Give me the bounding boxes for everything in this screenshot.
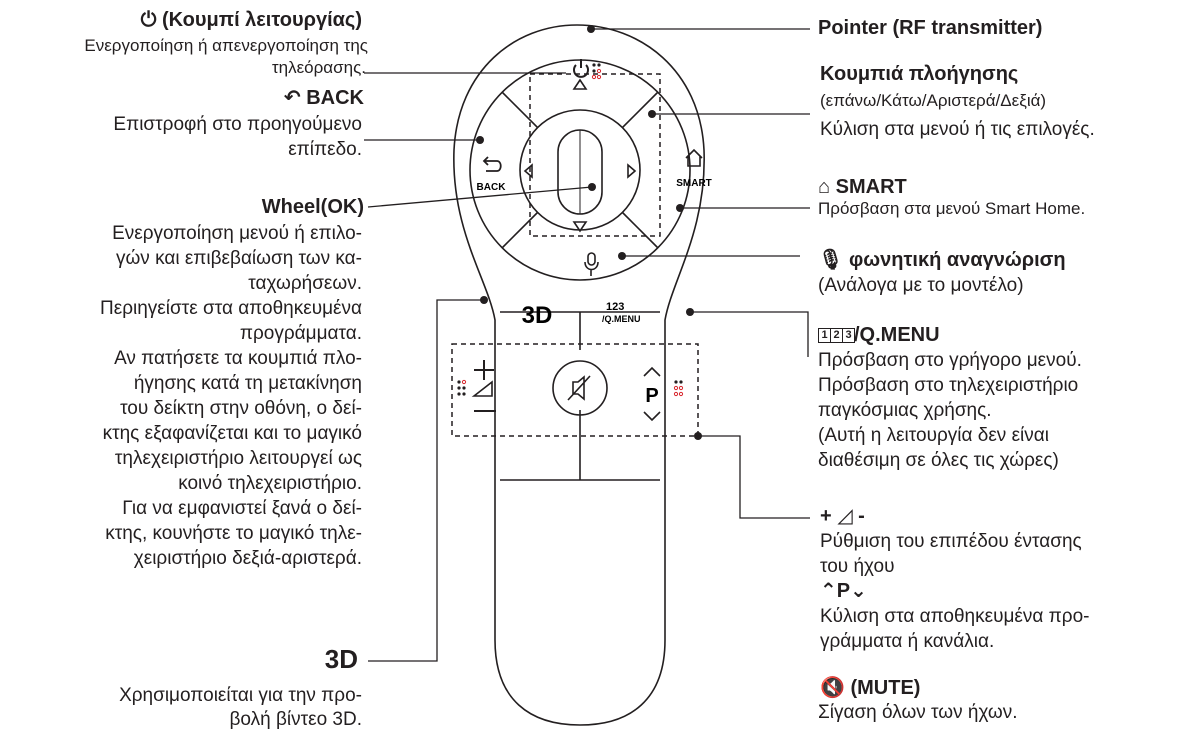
mute-icon-text: 🔇 (820, 677, 851, 699)
back-desc-1: Επιστροφή στο προηγούμενο (113, 114, 362, 135)
wheel-desc-line: γών και επιβεβαίωση των κα- (115, 248, 362, 269)
three-d-desc-2: βολή βίντεο 3D. (229, 709, 362, 730)
remote-body-outline (453, 24, 705, 726)
qmenu-digit-box: 3 (842, 328, 855, 344)
wheel-desc-line: προγράμματα. (239, 323, 362, 344)
back-desc-2: επίπεδο. (288, 139, 362, 160)
home-icon (685, 148, 703, 167)
program-desc-1: Κύλιση στα αποθηκευμένα προ- (820, 606, 1090, 627)
wheel-desc-line: χειριστήριο δεξιά-αριστερά. (133, 548, 362, 569)
volume-desc-1: Ρύθμιση του επιπέδου έντασης (820, 531, 1082, 552)
wheel-desc-line: Για να εμφανιστεί ξανά ο δεί- (122, 498, 362, 519)
wheel-desc-line: Περιηγείστε στα αποθηκευμένα (100, 298, 362, 319)
remote-smart-label: SMART (676, 178, 712, 189)
smart-heading: ⌂ SMART (818, 176, 907, 198)
three-d-heading: 3D (324, 644, 358, 674)
wheel-desc-line: ταχωρήσεων. (248, 273, 362, 294)
qmenu-desc-line: παγκόσμιας χρήσης. (818, 400, 992, 421)
power-desc-1: Ενεργοποίηση ή απενεργοποίηση της (84, 36, 368, 55)
up-arrow-icon (572, 78, 588, 90)
qmenu-desc-line: Πρόσβαση στο γρήγορο μενού. (818, 350, 1082, 371)
qmenu-desc: Πρόσβαση στο γρήγορο μενού. Πρόσβαση στο… (818, 348, 1193, 473)
back-icon (482, 156, 502, 172)
wheel-desc-line: κτης εξαφανίζεται και το μαγικό (102, 423, 362, 444)
nav-desc-1: (επάνω/Κάτω/Αριστερά/Δεξιά) (820, 91, 1047, 110)
remote-3d-label: 3D (522, 302, 553, 329)
power-desc-2: τηλεόρασης. (271, 58, 366, 77)
qmenu-desc-line: Πρόσβαση στο τηλεχειριστήριο (818, 375, 1079, 396)
program-heading: ⌃P⌄ (820, 580, 867, 602)
remote-back-label: BACK (477, 182, 507, 193)
voice-heading: 🎙 φωνητική αναγνώριση (818, 249, 1066, 271)
prog-up-icon (643, 366, 661, 377)
program-desc-2: γράμματα ή κανάλια. (820, 631, 995, 652)
wheel-desc-line: κοινό τηλεχειριστήριο. (178, 473, 362, 494)
prog-up-icon-text: ⌃ (820, 580, 837, 602)
wheel-desc-line: ήγησης κατά τη μετακίνηση (133, 373, 362, 394)
qmenu-desc-line: διαθέσιμη σε όλες τις χώρες) (818, 450, 1059, 471)
wheel-desc-line: τηλεχειριστήριο λειτουργεί ως (114, 448, 362, 469)
volume-heading: + ◿ - (820, 505, 865, 527)
wheel-desc-line: του δείκτη στην οθόνη, ο δεί- (120, 398, 362, 419)
qmenu-desc-line: (Αυτή η λειτουργία δεν είναι (818, 425, 1049, 446)
remote-qmenu-label: /Q.MENU (602, 314, 641, 324)
volume-desc-2: του ήχου (820, 556, 895, 577)
voice-desc: (Ανάλογα με το μοντέλο) (818, 275, 1024, 296)
leader-dots (476, 25, 702, 440)
tactile-dots (457, 63, 684, 397)
smart-desc: Πρόσβαση στα μενού Smart Home. (818, 199, 1086, 218)
nav-dashed-box (529, 73, 661, 237)
remote-p-label: P (645, 385, 658, 407)
power-icon (573, 59, 589, 78)
nav-heading: Κουμπιά πλοήγησης (820, 63, 1019, 85)
wheel-desc: Ενεργοποίηση μενού ή επιλο- γών και επιβ… (2, 221, 362, 571)
three-d-desc-1: Χρησιμοποιείται για την προ- (119, 685, 362, 706)
home-icon-text: ⌂ (818, 176, 836, 198)
wheel-desc-line: Αν πατήσετε τα κουμπιά πλο- (114, 348, 362, 369)
wheel-heading: Wheel(OK) (261, 196, 364, 218)
remote-qmenu-digits: 123 (606, 301, 624, 313)
left-arrow-icon (523, 163, 533, 179)
right-arrow-icon (627, 163, 637, 179)
nav-desc-2: Κύλιση στα μενού ή τις επιλογές. (820, 119, 1095, 140)
wheel-desc-line: κτης, κουνήστε το μαγικό τηλε- (105, 523, 362, 544)
prog-down-icon-text: ⌄ (850, 580, 867, 602)
mute-button (552, 360, 608, 416)
power-heading: ⏻ (Κουμπί λειτουργίας) (140, 9, 362, 31)
volume-icon (471, 380, 493, 397)
mute-heading: 🔇 (MUTE) (820, 677, 921, 699)
mute-icon (567, 375, 591, 401)
back-arrow-icon: ↶ (283, 87, 307, 109)
volume-dashed-box (451, 343, 699, 437)
pointer-heading: Pointer (RF transmitter) (818, 17, 1043, 39)
wheel-desc-line: Ενεργοποίηση μενού ή επιλο- (112, 223, 362, 244)
mic-icon (587, 252, 596, 266)
prog-down-icon (643, 411, 661, 422)
power-icon-text: ⏻ (140, 9, 163, 31)
mic-icon-text: 🎙 (818, 249, 849, 271)
back-heading: ↶ BACK (283, 87, 364, 109)
mute-desc: Σίγαση όλων των ήχων. (818, 702, 1018, 723)
leader-lines (364, 28, 810, 662)
down-arrow-icon (572, 221, 588, 233)
